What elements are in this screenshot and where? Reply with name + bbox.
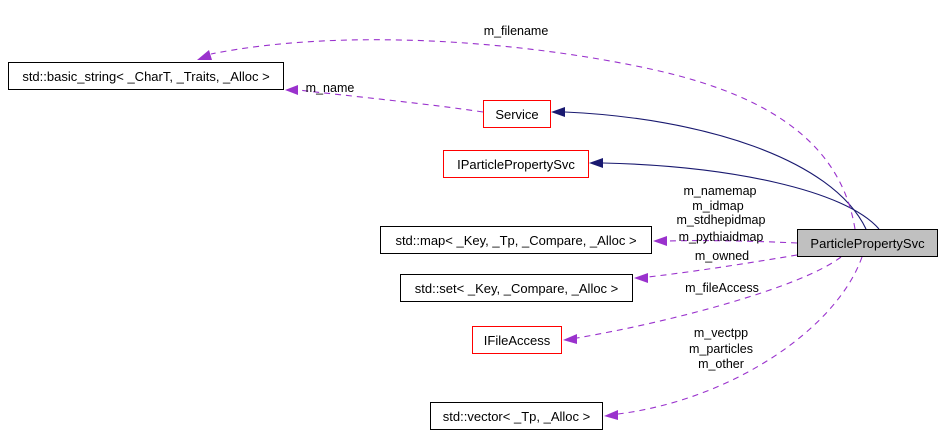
edge-label-m-name: m_name	[305, 81, 355, 95]
edge-label-m-idmap: m_idmap	[692, 199, 744, 213]
usage-arrowhead-m-owned	[634, 273, 648, 283]
node-iparticlepropertysvc[interactable]: IParticlePropertySvc	[443, 150, 589, 178]
node-service[interactable]: Service	[483, 100, 551, 128]
inheritance-edge-service	[564, 111, 867, 230]
node-std-map-label: std::map< _Key, _Tp, _Compare, _Alloc >	[395, 232, 637, 248]
node-std-basic-string: std::basic_string< _CharT, _Traits, _All…	[8, 62, 284, 90]
edge-label-m-owned: m_owned	[694, 249, 750, 263]
edge-label-m-pythiaidmap: m_pythiaidmap	[678, 230, 764, 244]
usage-arrowhead-m-name	[285, 85, 298, 95]
node-std-vector-label: std::vector< _Tp, _Alloc >	[442, 408, 591, 424]
usage-edge-map-members	[666, 240, 798, 244]
usage-edge-m-filename	[210, 39, 856, 230]
node-particlepropertysvc-focus: ParticlePropertySvc	[797, 229, 938, 257]
node-service-label: Service	[495, 106, 539, 122]
usage-edge-m-name	[297, 89, 484, 113]
usage-arrowhead-m-filename	[197, 50, 212, 60]
edge-label-m-fileaccess: m_fileAccess	[685, 281, 759, 295]
inheritance-arrowhead-service	[551, 107, 565, 117]
inheritance-arrowhead-iparticlepropertysvc	[589, 158, 603, 168]
inheritance-edge-iparticlepropertysvc	[602, 162, 880, 230]
edge-label-m-stdhepidmap: m_stdhepidmap	[676, 213, 766, 227]
node-std-basic-string-label: std::basic_string< _CharT, _Traits, _All…	[22, 68, 270, 84]
usage-edge-m-owned	[647, 254, 798, 278]
node-iparticlepropertysvc-label: IParticlePropertySvc	[457, 156, 575, 172]
usage-arrowhead-vector-members	[604, 410, 618, 420]
node-std-set-label: std::set< _Key, _Compare, _Alloc >	[414, 280, 619, 296]
edge-label-m-filename: m_filename	[483, 24, 549, 38]
usage-arrowhead-map-members	[653, 236, 667, 246]
edge-label-m-particles: m_particles	[689, 342, 753, 356]
usage-arrowhead-m-fileaccess	[563, 334, 577, 344]
node-particlepropertysvc-label: ParticlePropertySvc	[810, 235, 925, 251]
edge-label-m-other: m_other	[698, 357, 744, 371]
edge-label-m-vectpp: m_vectpp	[693, 326, 749, 340]
node-std-map: std::map< _Key, _Tp, _Compare, _Alloc >	[380, 226, 652, 254]
edge-label-m-namemap: m_namemap	[683, 184, 757, 198]
usage-edge-m-fileaccess	[576, 256, 842, 339]
node-ifileaccess[interactable]: IFileAccess	[472, 326, 562, 354]
node-std-set: std::set< _Key, _Compare, _Alloc >	[400, 274, 633, 302]
node-ifileaccess-label: IFileAccess	[483, 332, 551, 348]
node-std-vector: std::vector< _Tp, _Alloc >	[430, 402, 603, 430]
usage-edge-vector-members	[617, 256, 863, 415]
